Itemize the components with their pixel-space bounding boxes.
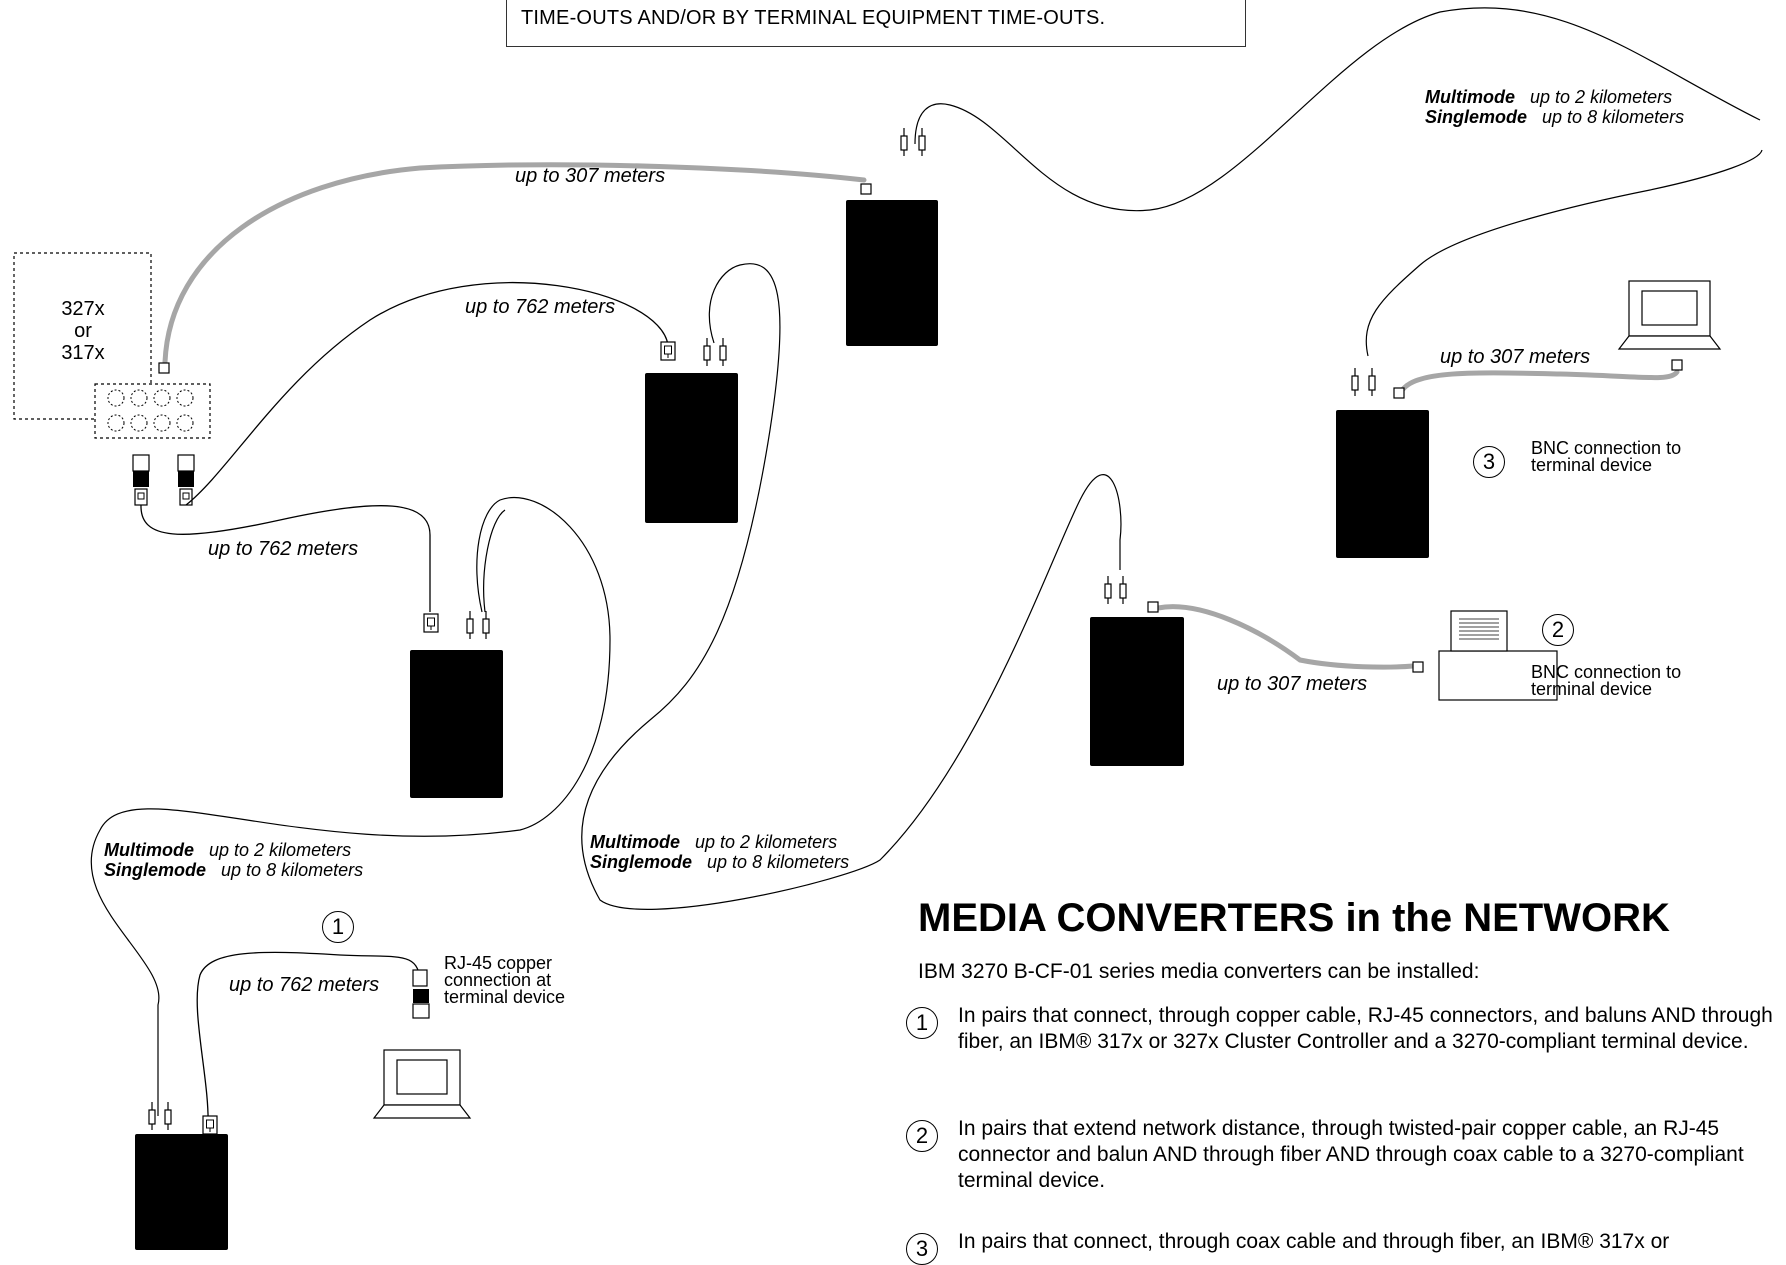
fiber-range-label: Multimode up to 2 kilometers Singlemode … <box>1425 87 1684 127</box>
terminal-device-bottom <box>372 969 472 1119</box>
cluster-label: 327x or 317x <box>59 298 107 364</box>
multimode-range: up to 2 kilometers <box>1530 87 1673 107</box>
distance-label: up to 307 meters <box>1217 673 1368 695</box>
distance-label: up to 762 meters <box>465 296 616 318</box>
list-item: 2 In pairs that extend network distance,… <box>906 1116 1786 1194</box>
list-item-number: 1 <box>906 1007 938 1039</box>
list-item: 3 In pairs that connect, through coax ca… <box>906 1229 1786 1265</box>
distance-label: up to 307 meters <box>515 165 666 187</box>
singlemode-range: up to 8 kilometers <box>707 852 850 872</box>
singlemode-label: Singlemode <box>1425 107 1528 127</box>
callout-text-1: RJ-45 copper connection at terminal devi… <box>444 953 566 1007</box>
callout-line: terminal device <box>444 987 566 1007</box>
distance-label: up to 762 meters <box>229 974 380 996</box>
callout-line: terminal device <box>1531 455 1653 475</box>
balun-left <box>132 454 150 506</box>
fiber-range-label: Multimode up to 2 kilometers Singlemode … <box>590 832 849 872</box>
media-converter-left <box>410 610 503 798</box>
media-converter-top <box>846 127 938 346</box>
cluster-controller <box>13 252 211 439</box>
media-converter-bottom <box>135 1101 228 1250</box>
media-converter-center <box>1090 575 1184 766</box>
callout-text-2: BNC connection to terminal device <box>1531 662 1682 699</box>
list-item: 1 In pairs that connect, through copper … <box>906 1003 1786 1055</box>
list-item-text: In pairs that extend network distance, t… <box>958 1117 1744 1192</box>
terminal-device-top <box>1617 280 1722 371</box>
singlemode-range: up to 8 kilometers <box>221 860 364 880</box>
list-item-number: 3 <box>906 1233 938 1265</box>
multimode-range: up to 2 kilometers <box>209 840 352 860</box>
callout-number-1: 1 <box>322 911 354 943</box>
coax-connector <box>158 362 170 374</box>
coax-cables <box>162 162 1680 670</box>
section-title: MEDIA CONVERTERS in the NETWORK <box>918 896 1670 940</box>
callout-line: BNC connection to <box>1531 438 1682 458</box>
callout-line: terminal device <box>1531 679 1653 699</box>
printer-device <box>1412 610 1558 701</box>
distance-label: up to 307 meters <box>1440 346 1591 368</box>
cluster-label-line: 317x <box>61 342 105 364</box>
fiber-cables <box>90 7 1763 1116</box>
multimode-range: up to 2 kilometers <box>695 832 838 852</box>
top-note-text: TIME-OUTS AND/OR BY TERMINAL EQUIPMENT T… <box>521 7 1106 29</box>
copper-cables <box>140 282 669 1129</box>
list-item-text: In pairs that connect, through copper ca… <box>958 1004 1773 1053</box>
callout-line: connection at <box>444 970 552 990</box>
list-item-number: 2 <box>906 1120 938 1152</box>
list-item-text: In pairs that connect, through coax cabl… <box>958 1230 1670 1253</box>
singlemode-range: up to 8 kilometers <box>1542 107 1685 127</box>
media-converter-middle <box>645 337 738 523</box>
cluster-label-line: 327x <box>61 298 105 320</box>
balun-right <box>177 454 195 506</box>
fiber-range-label: Multimode up to 2 kilometers Singlemode … <box>104 840 363 880</box>
singlemode-label: Singlemode <box>590 852 693 872</box>
top-note-box: TIME-OUTS AND/OR BY TERMINAL EQUIPMENT T… <box>506 0 1246 47</box>
section-intro: IBM 3270 B-CF-01 series media converters… <box>918 960 1480 983</box>
multimode-label: Multimode <box>1425 87 1515 107</box>
callout-number-3: 3 <box>1473 446 1505 478</box>
singlemode-label: Singlemode <box>104 860 207 880</box>
callout-text-3: BNC connection to terminal device <box>1531 438 1682 475</box>
multimode-label: Multimode <box>590 832 680 852</box>
callout-line: BNC connection to <box>1531 662 1682 682</box>
callout-line: RJ-45 copper <box>444 953 553 973</box>
media-converter-right <box>1336 367 1429 558</box>
network-diagram <box>13 7 1763 1250</box>
callout-number-2: 2 <box>1542 614 1574 646</box>
distance-label: up to 762 meters <box>208 538 359 560</box>
cluster-label-line: or <box>74 320 92 342</box>
multimode-label: Multimode <box>104 840 194 860</box>
